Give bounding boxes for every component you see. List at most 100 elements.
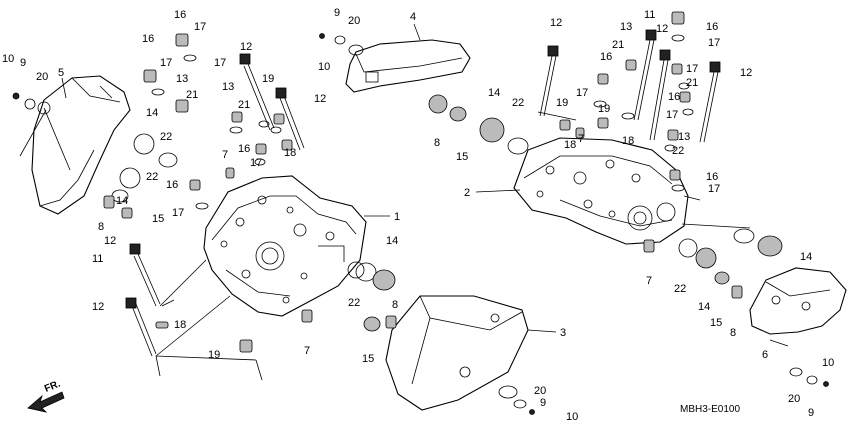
- callout-7: 7: [646, 275, 652, 287]
- callout-16: 16: [706, 21, 718, 33]
- callout-10: 10: [2, 53, 14, 65]
- callout-17: 17: [214, 57, 226, 69]
- callout-9: 9: [540, 397, 546, 409]
- callout-21: 21: [612, 39, 624, 51]
- callout-18: 18: [174, 319, 186, 331]
- side-cover-6[interactable]: [749, 267, 847, 335]
- callout-15: 15: [152, 213, 164, 225]
- callout-17: 17: [160, 57, 172, 69]
- callout-19: 19: [598, 103, 610, 115]
- callout-21: 21: [238, 99, 250, 111]
- callout-17: 17: [708, 183, 720, 195]
- callout-8: 8: [730, 327, 736, 339]
- cylinder-head-right[interactable]: [513, 137, 689, 245]
- side-cover-5[interactable]: [31, 75, 131, 215]
- callout-19: 19: [208, 349, 220, 361]
- callout-12: 12: [240, 41, 252, 53]
- callout-12: 12: [104, 235, 116, 247]
- callout-14: 14: [146, 107, 158, 119]
- callout-7: 7: [222, 149, 228, 161]
- callout-6: 6: [762, 349, 768, 361]
- callout-11: 11: [92, 253, 103, 265]
- callout-15: 15: [362, 353, 374, 365]
- callout-12: 12: [550, 17, 562, 29]
- callout-17: 17: [686, 63, 698, 75]
- callout-16: 16: [166, 179, 178, 191]
- long-bolts[interactable]: [125, 29, 721, 357]
- callout-11: 11: [644, 9, 655, 21]
- callout-18: 18: [622, 135, 634, 147]
- drawing-code: MBH3-E0100: [680, 404, 740, 415]
- callout-17: 17: [666, 109, 678, 121]
- callout-8: 8: [392, 299, 398, 311]
- callout-15: 15: [456, 151, 468, 163]
- callout-17: 17: [172, 207, 184, 219]
- callout-16: 16: [174, 9, 186, 21]
- callout-14: 14: [116, 195, 128, 207]
- callout-10: 10: [318, 61, 330, 73]
- head-cover-3[interactable]: [385, 295, 529, 411]
- callout-21: 22: [672, 145, 684, 157]
- callout-22: 22: [146, 171, 158, 183]
- callout-5: 5: [58, 67, 64, 79]
- callout-2: 2: [464, 187, 470, 199]
- callout-10: 10: [566, 411, 578, 423]
- callout-16: 16: [238, 143, 250, 155]
- callout-17: 17: [194, 21, 206, 33]
- callout-8: 8: [434, 137, 440, 149]
- front-direction-label: FR.: [43, 378, 62, 394]
- callout-12: 12: [740, 67, 752, 79]
- callout-16: 16: [600, 51, 612, 63]
- callout-9: 9: [808, 407, 814, 419]
- callout-22: 22: [348, 297, 360, 309]
- callout-21: 21: [686, 77, 698, 89]
- callout-13: 13: [176, 73, 188, 85]
- front-direction-arrow: FR.: [27, 378, 65, 413]
- head-cover-4[interactable]: [345, 39, 471, 93]
- callout-18: 18: [564, 139, 576, 151]
- callout-22: 22: [512, 97, 524, 109]
- callout-17: 17: [708, 37, 720, 49]
- callout-22: 22: [674, 283, 686, 295]
- callout-9: 9: [20, 57, 26, 69]
- callout-21: 21: [186, 89, 198, 101]
- callout-9: 9: [334, 7, 340, 19]
- callout-18: 18: [284, 147, 296, 159]
- callout-14: 14: [386, 235, 398, 247]
- callout-labels: 1 2 3 4 5 6 7 7 7 7 8 8 8 8 9 9 9 9 10 1…: [2, 7, 834, 423]
- callout-12: 12: [656, 23, 668, 35]
- callout-20: 20: [788, 393, 800, 405]
- callout-1: 1: [394, 211, 400, 223]
- leader-lines: [19, 23, 789, 381]
- callout-16: 16: [668, 91, 680, 103]
- callout-22: 22: [160, 131, 172, 143]
- callout-7: 7: [578, 133, 584, 145]
- callout-17: 17: [250, 157, 262, 169]
- callout-17: 17: [576, 87, 588, 99]
- cap-nuts-and-washers[interactable]: [12, 11, 829, 415]
- callout-4: 4: [410, 11, 416, 23]
- callout-20: 20: [36, 71, 48, 83]
- callout-3: 3: [560, 327, 566, 339]
- callout-7: 7: [304, 345, 310, 357]
- callout-12: 12: [314, 93, 326, 105]
- callout-20: 20: [534, 385, 546, 397]
- callout-10: 10: [822, 357, 834, 369]
- callout-8: 8: [98, 221, 104, 233]
- callout-13: 13: [678, 131, 690, 143]
- callout-14: 14: [488, 87, 500, 99]
- callout-20: 20: [348, 15, 360, 27]
- callout-12: 12: [92, 301, 104, 313]
- callout-19: 19: [556, 97, 568, 109]
- callout-14: 14: [800, 251, 812, 263]
- cylinder-head-left[interactable]: [203, 175, 367, 317]
- callout-13: 13: [222, 81, 234, 93]
- callout-13: 13: [620, 21, 632, 33]
- callout-16: 16: [706, 171, 718, 183]
- callout-19: 19: [262, 73, 274, 85]
- callout-16: 16: [142, 33, 154, 45]
- callout-15: 15: [710, 317, 722, 329]
- callout-14: 14: [698, 301, 710, 313]
